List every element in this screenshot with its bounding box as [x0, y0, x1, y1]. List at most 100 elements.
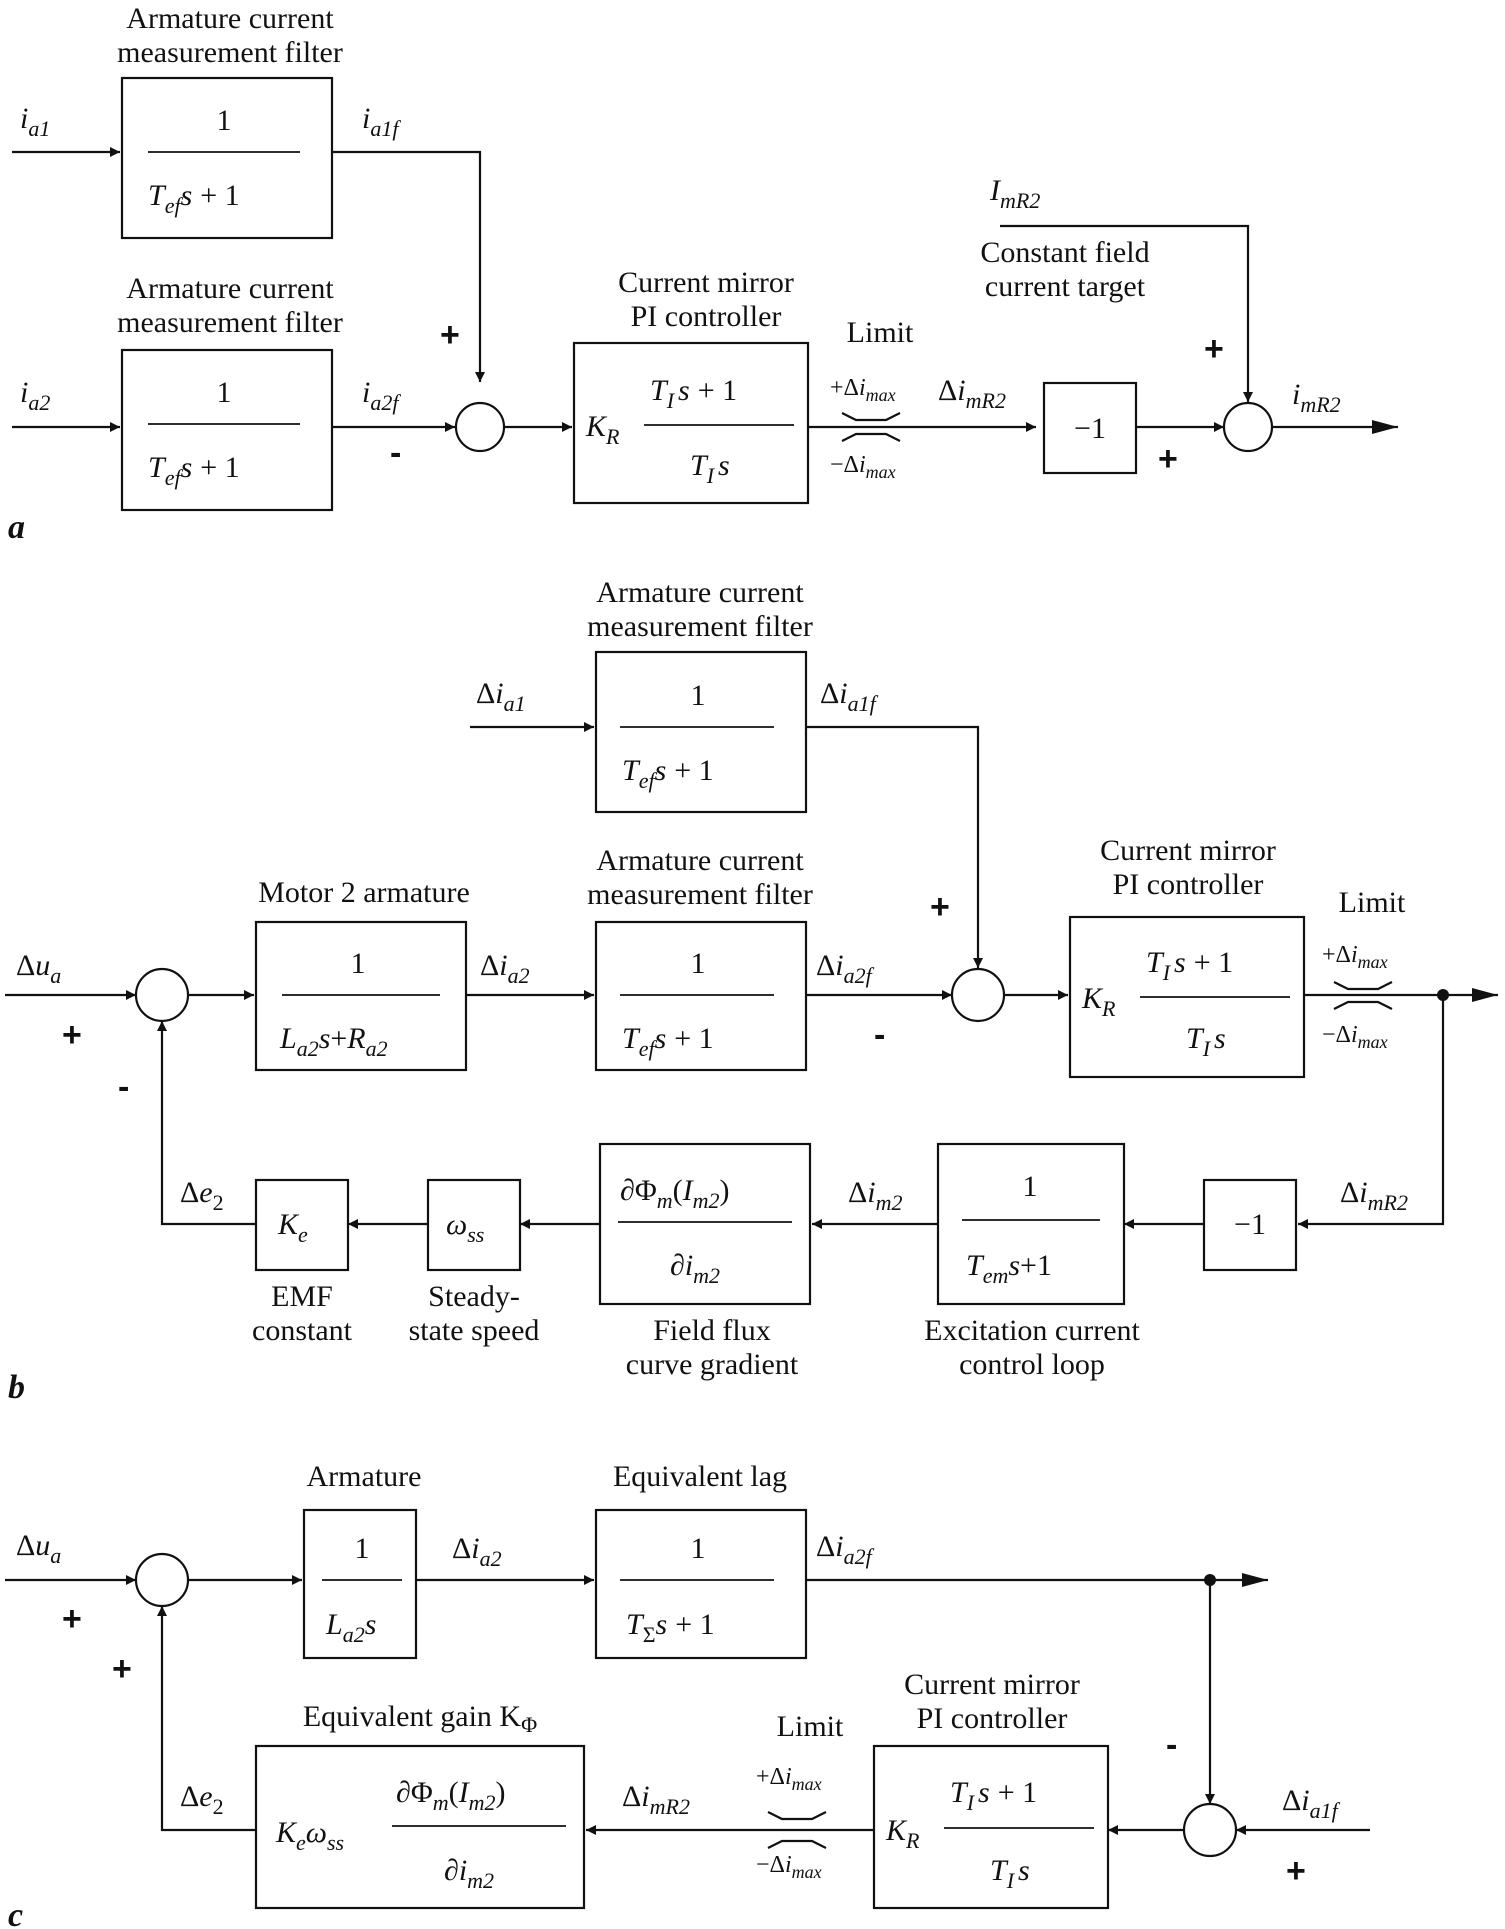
filter-b2-numerator: 1: [691, 947, 706, 980]
panel-b-label: b: [8, 1369, 25, 1406]
eqlag-caption: Equivalent lag: [613, 1460, 787, 1493]
const-field-caption-line1: Constant field: [980, 236, 1149, 269]
filter2-caption-line2: measurement filter: [117, 306, 343, 339]
const-field-caption-line2: current target: [985, 270, 1146, 303]
emf-caption-line1: EMF: [271, 1280, 333, 1313]
flux-numerator: ∂Φm(Im2): [620, 1174, 730, 1213]
signal-dua-c: Δua: [16, 1529, 61, 1568]
wire-ia1f: [332, 150, 485, 382]
eqgain-numerator: ∂Φm(Im2): [396, 1776, 506, 1815]
sum-b1-plus: +: [62, 1016, 82, 1054]
wire-dia1f-b: [806, 725, 983, 968]
emf-caption-line2: constant: [252, 1314, 353, 1347]
filter-b1-caption-line2: measurement filter: [587, 610, 813, 643]
exc-caption-line1: Excitation current: [924, 1314, 1140, 1347]
signal-dua-b: Δua: [16, 949, 61, 988]
pi-c-caption-line1: Current mirror: [904, 1668, 1080, 1701]
panel-b: b Armature current measurement filter 1 …: [5, 576, 1498, 1406]
sum2-plus-top: +: [1204, 330, 1224, 368]
filter-b2-denominator: Tefs+ 1: [622, 1022, 714, 1061]
sum-junction-b1: [134, 967, 190, 1023]
limit-b-upper: +Δimax: [1322, 942, 1388, 972]
exc-caption-line2: control loop: [959, 1348, 1105, 1381]
pi-a-caption-line2: PI controller: [631, 300, 782, 333]
limit-c-lower: −Δimax: [756, 1852, 822, 1882]
eqlag-numerator: 1: [691, 1532, 706, 1565]
ss-value: ωss: [446, 1208, 484, 1247]
limit-b-caption: Limit: [1339, 886, 1406, 919]
limit-a-upper: +Δimax: [830, 375, 896, 405]
filter-b1-numerator: 1: [691, 679, 706, 712]
pi-a-caption-line1: Current mirror: [618, 266, 794, 299]
signal-ia1f: ia1f: [362, 102, 401, 141]
signal-dim2-b: Δim2: [848, 1176, 903, 1215]
ss-caption-line1: Steady-: [428, 1280, 520, 1313]
signal-de2-b: Δe2: [180, 1176, 224, 1215]
limit-b-lower: −Δimax: [1322, 1022, 1388, 1052]
panel-c-label: c: [8, 1897, 23, 1929]
sum-c2-minus: -: [1166, 1726, 1177, 1764]
sum-b2-minus: -: [874, 1016, 885, 1054]
sum-c2-plus: +: [1286, 1852, 1306, 1890]
panel-a: a Armature current measurement filter 1 …: [8, 2, 1398, 546]
filter-b1-caption-line1: Armature current: [596, 576, 804, 609]
limit-a-caption: Limit: [847, 316, 914, 349]
limit-a-lower: −1−Δimax: [830, 452, 896, 482]
signal-dia1-b: Δia1: [476, 677, 526, 716]
filter1-numerator: 1: [217, 104, 232, 137]
signal-dimR2-b: ΔimR2: [1340, 1176, 1408, 1215]
panel-a-label: a: [8, 509, 25, 546]
signal-dia2-b: Δia2: [480, 949, 530, 988]
motor2-denominator: La2s+Ra2: [279, 1022, 388, 1061]
limit-c-caption: Limit: [777, 1710, 844, 1743]
filter-b1-denominator: Tefs+ 1: [622, 754, 714, 793]
pi-c-caption-line2: PI controller: [917, 1702, 1068, 1735]
signal-ImR2: ImR2: [989, 174, 1040, 213]
limit-b-upper-stroke: [1333, 981, 1393, 991]
limit-a-lower-stroke: [841, 432, 901, 442]
sum-junction-b2: [950, 967, 1006, 1023]
filter1-denominator: Tefs+ 1: [148, 179, 240, 218]
signal-dia2f-b: Δia2f: [816, 949, 875, 988]
filter2-denominator: Tefs+ 1: [148, 451, 240, 490]
flux-caption-line2: curve gradient: [626, 1348, 799, 1381]
armature-c-caption: Armature: [307, 1460, 422, 1493]
limit-a-upper-stroke: [841, 412, 901, 422]
sum-b2-plus: +: [930, 888, 950, 926]
wire-ImR2: [1000, 224, 1253, 402]
filter-b1-block: [594, 650, 808, 814]
wire-gain-feedback: [157, 1606, 256, 1832]
signal-dia1f-b: Δia1f: [820, 677, 879, 716]
armature-c-numerator: 1: [355, 1532, 370, 1565]
signal-dia2f-c: Δia2f: [816, 1530, 875, 1569]
eqlag-denominator: TΣs+ 1: [626, 1608, 715, 1647]
invert-b-value: −1: [1234, 1208, 1266, 1241]
limit-c-lower-stroke: [767, 1839, 827, 1849]
signal-imR2: imR2: [1292, 378, 1341, 417]
sum2-plus-bottom: +: [1158, 440, 1178, 478]
pi-a-block: [572, 341, 810, 505]
sum1-minus-sign: -: [390, 434, 401, 472]
signal-dimR2-a: ΔimR2: [938, 374, 1006, 413]
signal-de2-c: Δe2: [180, 1780, 224, 1819]
signal-ia1: ia1: [20, 102, 50, 141]
pi-b-gain: KR: [1081, 982, 1116, 1021]
filter2-numerator: 1: [217, 376, 232, 409]
armature-c-denominator: La2s: [325, 1608, 376, 1647]
flux-caption-line1: Field flux: [653, 1314, 771, 1347]
limit-c-upper-stroke: [767, 1811, 827, 1821]
motor2-caption: Motor 2 armature: [258, 876, 470, 909]
pi-b-block: [1068, 915, 1306, 1079]
sum-junction-c1: [134, 1552, 190, 1608]
sum-junction-a2: [1222, 401, 1274, 453]
ss-caption-line2: state speed: [409, 1314, 540, 1347]
eqgain-caption: Equivalent gain KΦ: [303, 1700, 537, 1737]
pi-c-block: [872, 1744, 1110, 1910]
sum1-plus-sign: +: [440, 316, 460, 354]
